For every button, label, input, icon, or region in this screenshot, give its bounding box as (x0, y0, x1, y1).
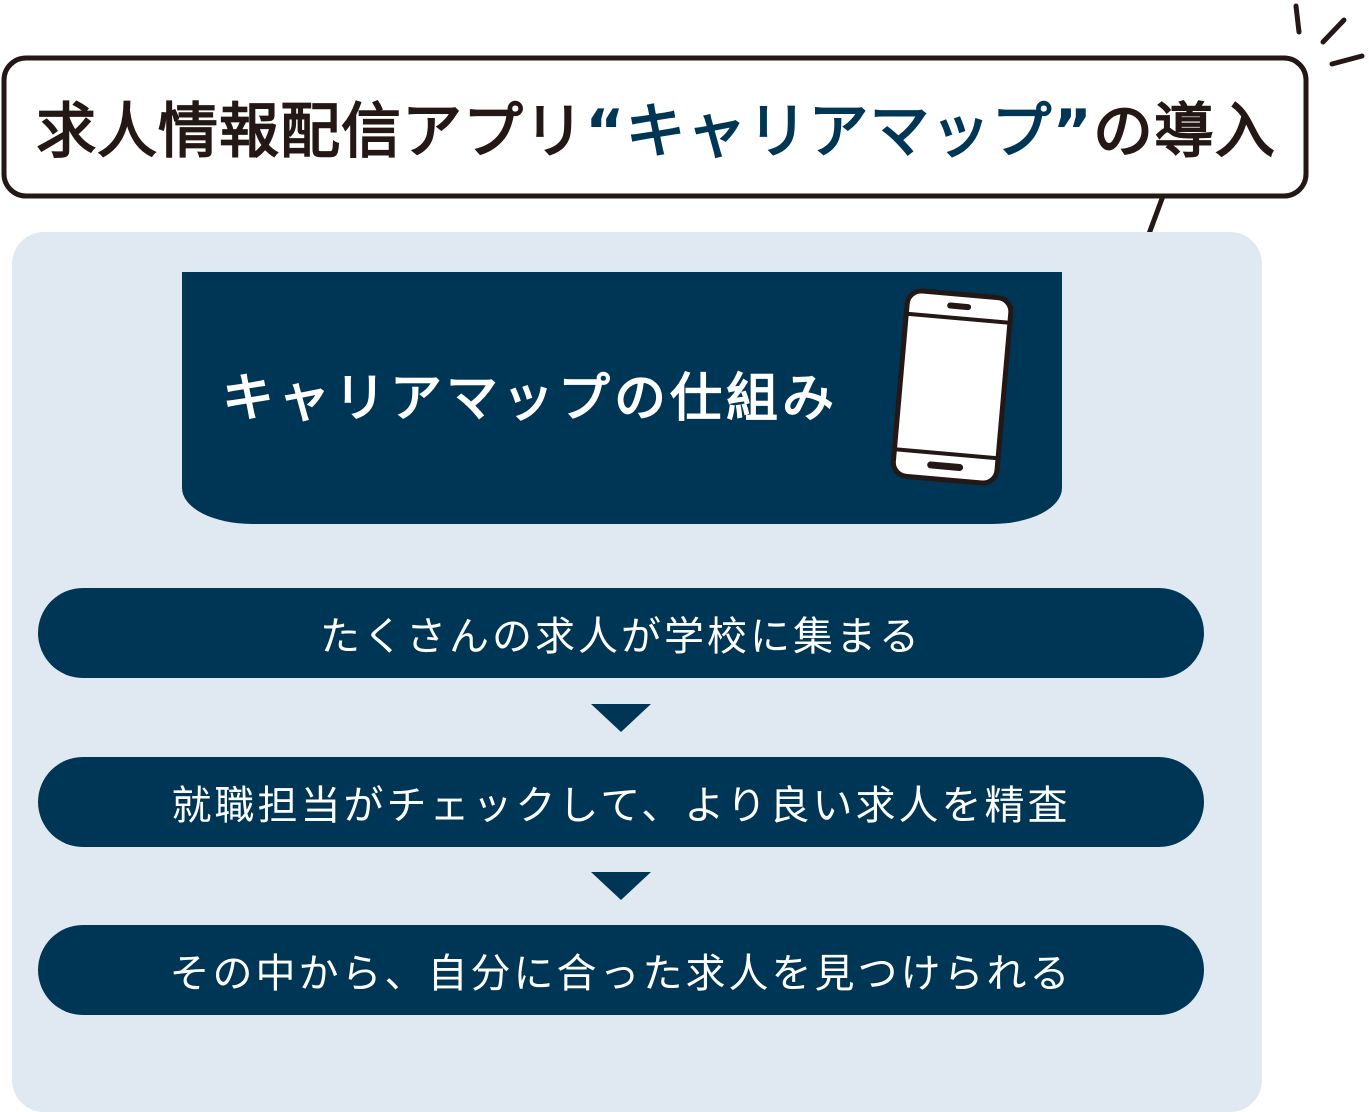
step-1: たくさんの求人が学校に集まる (38, 588, 1204, 678)
mechanism-header: キャリアマップの仕組み (182, 272, 1062, 524)
step-2: 就職担当がチェックして、より良い求人を精査 (38, 757, 1204, 847)
title-prefix: 求人情報配信アプリ (36, 96, 586, 167)
page-title: 求人情報配信アプリ “キャリアマップ” の導入 (8, 58, 1304, 194)
down-arrow-icon (591, 872, 651, 900)
down-arrow-icon (591, 704, 651, 732)
smartphone-icon (890, 288, 1014, 486)
emphasis-line-2 (1320, 17, 1347, 45)
emphasis-line-3 (1329, 53, 1365, 67)
step-3: その中から、自分に合った求人を見つけられる (38, 925, 1204, 1015)
speech-bubble-frame (1, 55, 1309, 199)
speech-bubble (1, 3, 1365, 253)
title-suffix: の導入 (1092, 96, 1276, 167)
title-app-name: “キャリアマップ” (585, 96, 1093, 167)
emphasis-line-1 (1293, 3, 1302, 35)
mechanism-header-label: キャリアマップの仕組み (222, 369, 839, 429)
